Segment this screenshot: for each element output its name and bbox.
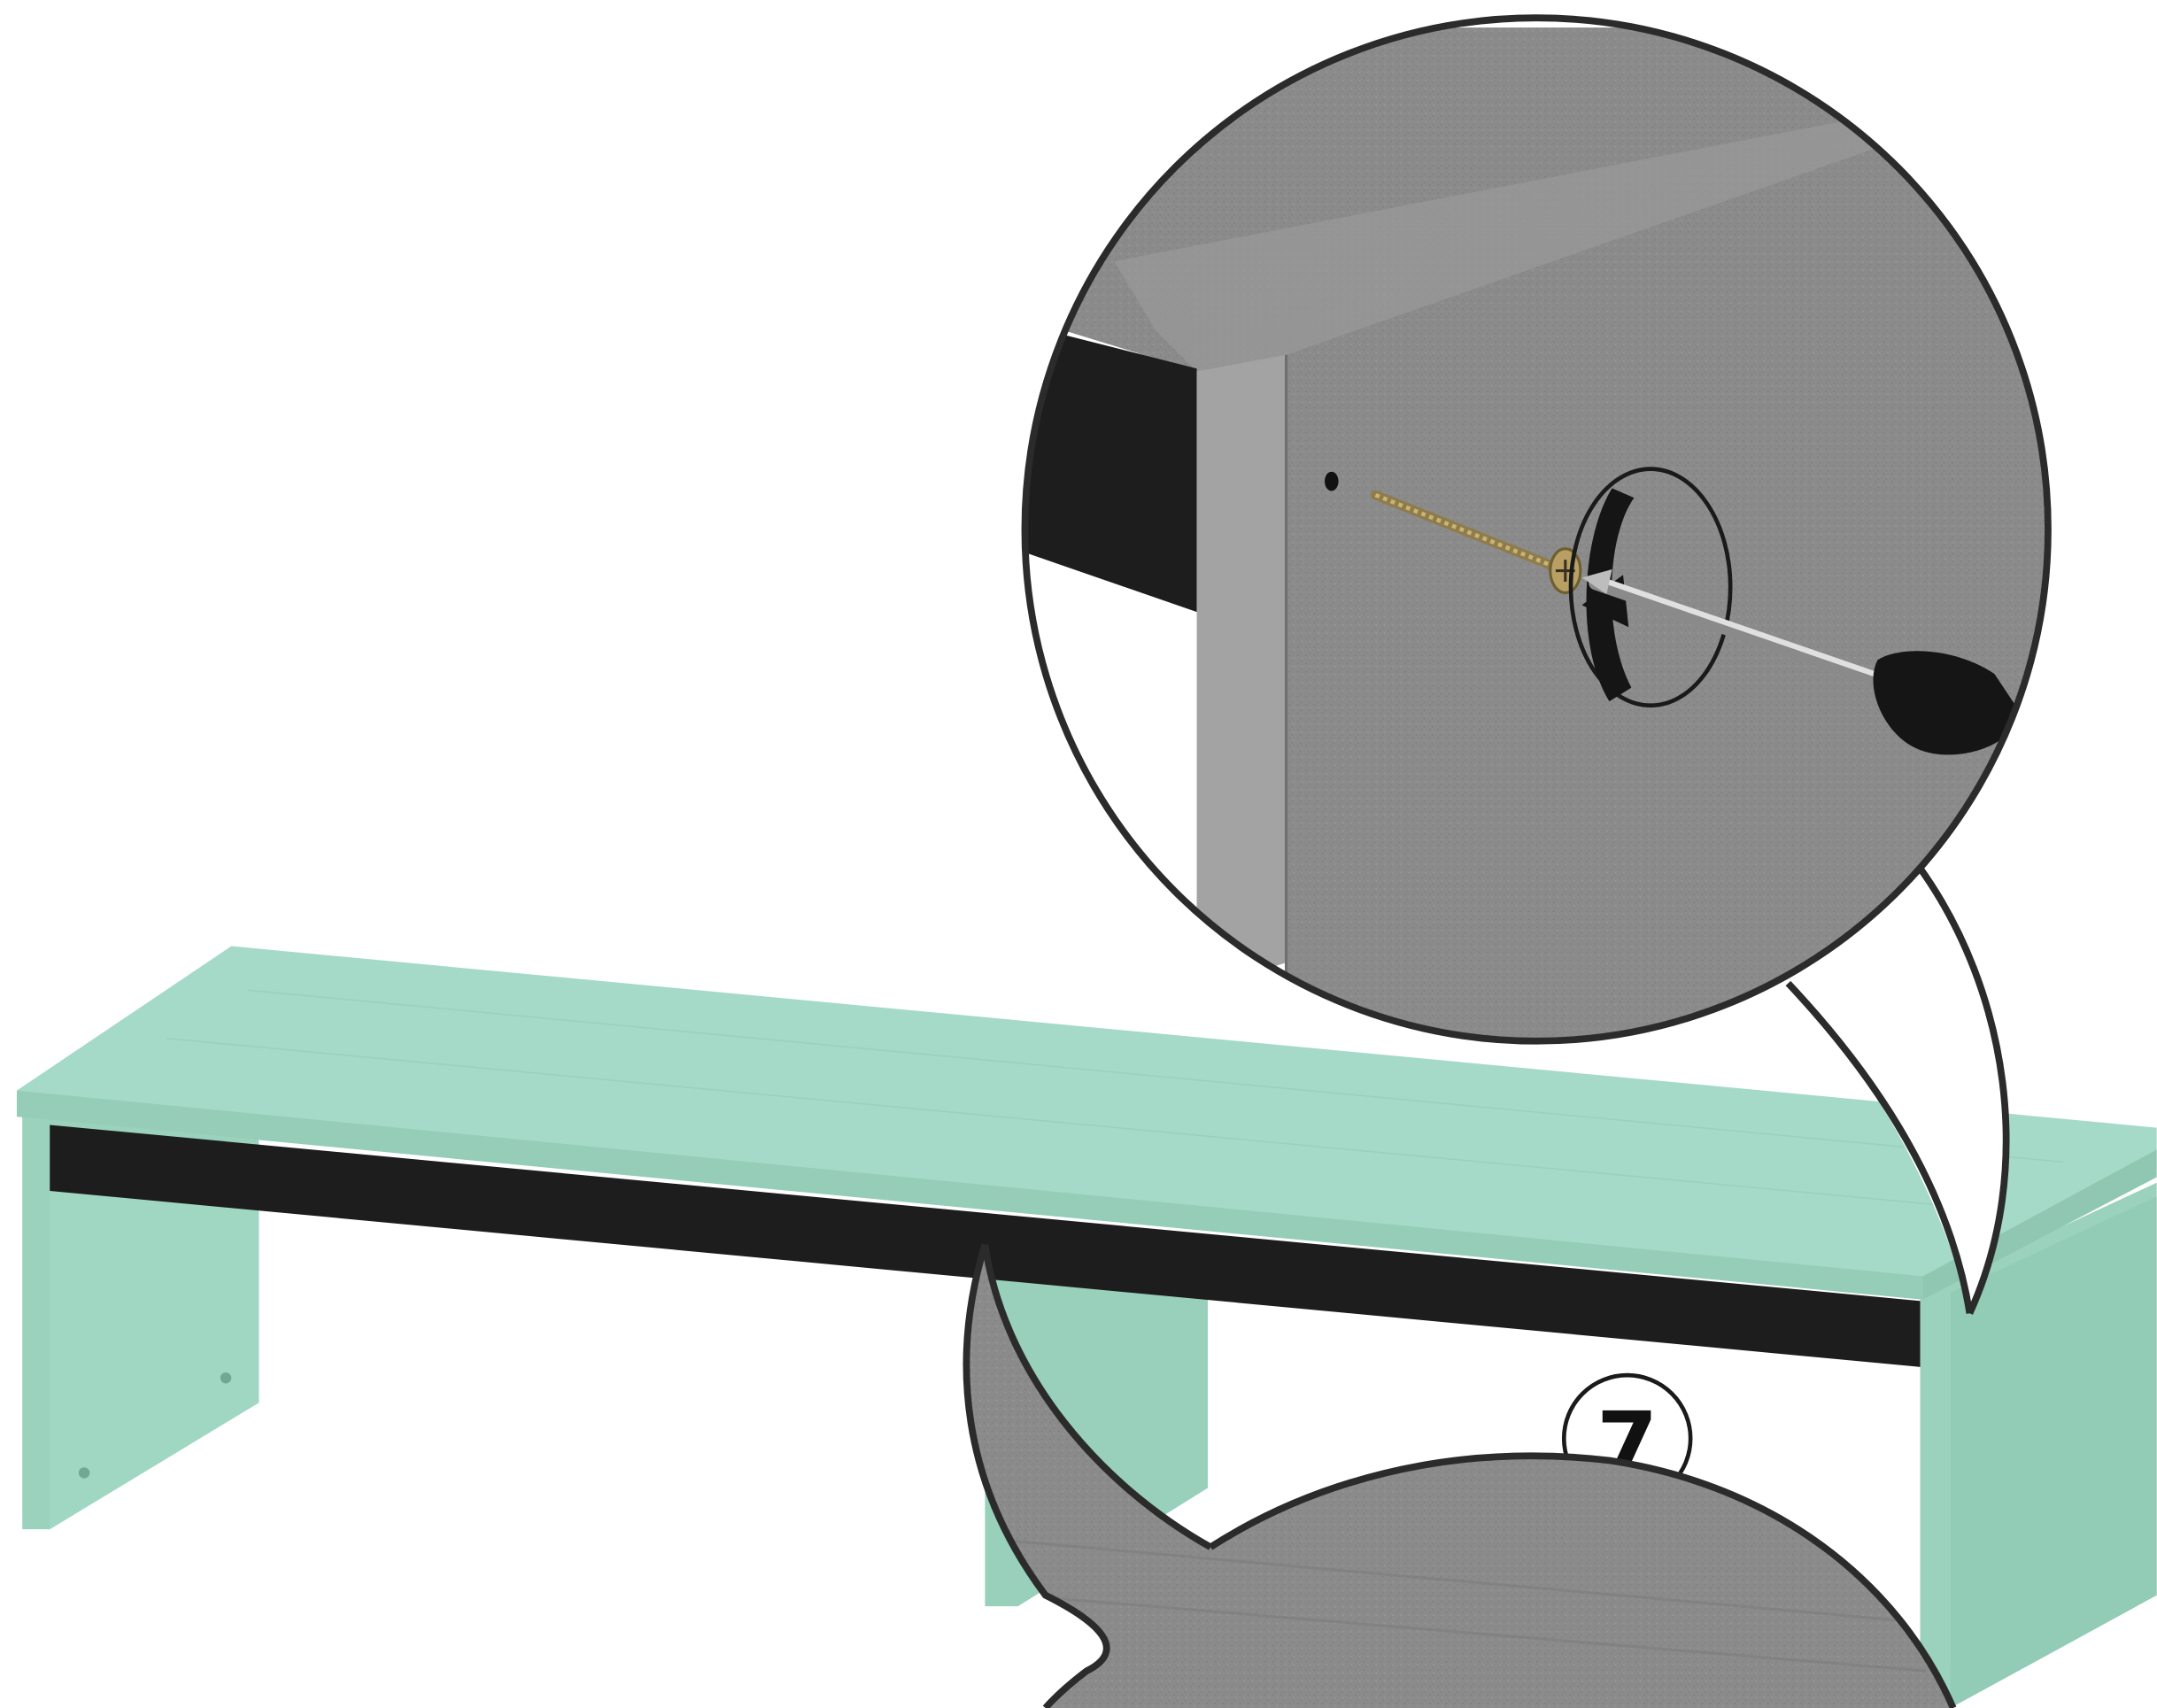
dowel-hole [79, 1467, 89, 1478]
pilot-hole [1325, 472, 1339, 491]
dowel-hole [220, 1372, 231, 1383]
detail-side-edge [1197, 355, 1287, 991]
